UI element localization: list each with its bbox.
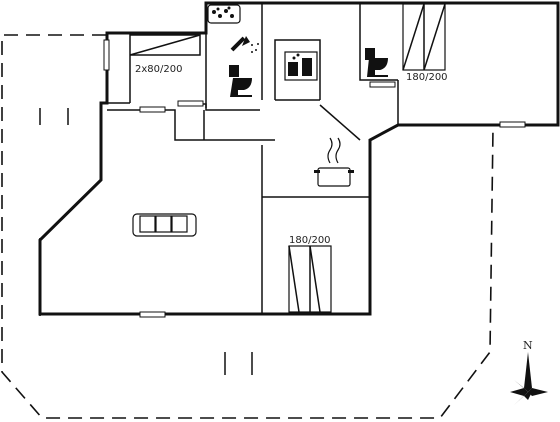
toilet-icon [229,65,252,97]
bed-twin [129,34,201,56]
windows [103,39,526,318]
north-label: N [523,339,533,352]
spa-bath-icon [207,4,241,24]
shower-icon [230,36,259,53]
bed-double-bottom [288,245,332,313]
bed-double-top [402,3,446,71]
entrance-markers [39,108,253,375]
terrace-outline [1,34,494,419]
sofa-icon [132,213,197,237]
interior-walls [107,3,399,314]
compass-icon [510,352,548,406]
sauna-icon [284,51,318,81]
bed-label-twin: 2x80/200 [135,64,182,75]
stove-pot-icon [314,137,354,187]
bed-label-top: 180/200 [406,72,448,83]
bed-label-bottom: 180/200 [289,235,331,246]
toilet-icon [365,48,388,77]
